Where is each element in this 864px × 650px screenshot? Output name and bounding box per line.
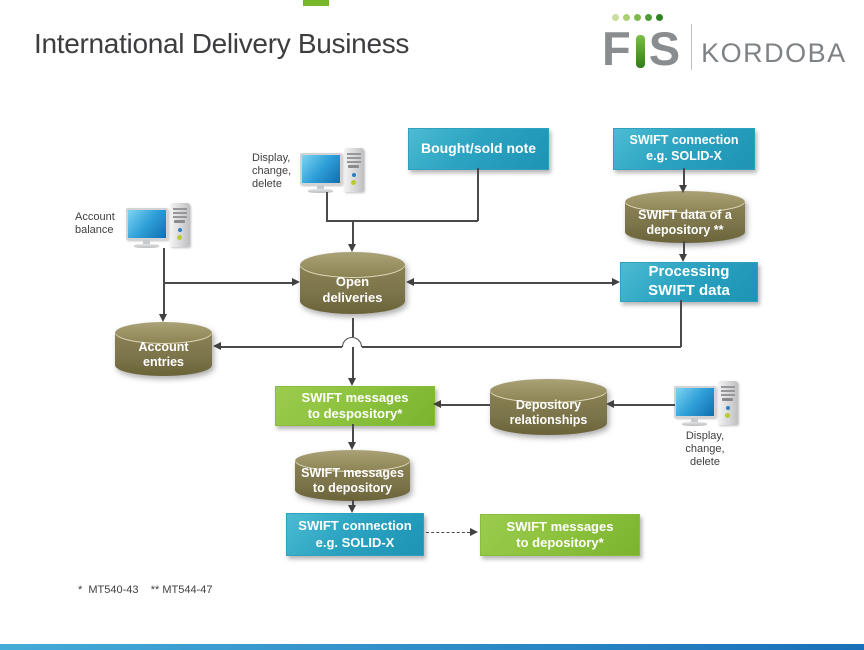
fis-dot-icon	[634, 14, 641, 21]
node-label: Processing SWIFT data	[648, 263, 730, 299]
pc-tower-icon	[170, 203, 190, 247]
db-open-deliveries: Open deliveries	[300, 252, 405, 314]
node-swift-connection-bottom: SWIFT connection e.g. SOLID-X	[286, 513, 424, 556]
node-label: Open deliveries	[322, 274, 383, 305]
node-label: Bought/sold note	[420, 140, 537, 157]
connector-solidx-to-swiftdata	[683, 168, 685, 186]
fis-dot-icon	[612, 14, 619, 21]
footnote: * MT540-43 ** MT544-47	[78, 584, 213, 596]
fis-dot-icon	[645, 14, 652, 21]
connector-dashed-solidx-to-out	[426, 532, 470, 533]
connector-to-account-entries-right	[362, 346, 681, 348]
node-label: SWIFT connection e.g. SOLID-X	[629, 133, 739, 163]
connector-messages-to-db	[352, 424, 354, 442]
connector-open-down-lower	[352, 347, 354, 378]
arrowhead-icon	[679, 185, 687, 193]
workstation-icon	[300, 148, 364, 198]
node-label: SWIFT data of a depository **	[638, 207, 732, 237]
connector-swiftdata-to-processing	[683, 241, 685, 255]
connector-processing-down	[680, 300, 682, 347]
db-swift-data-of-depository: SWIFT data of a depository **	[625, 191, 745, 243]
workstation-icon	[674, 381, 738, 431]
connector-pc-top-down	[326, 192, 328, 220]
node-label: SWIFT connection e.g. SOLID-X	[298, 518, 412, 550]
fis-dot-icon	[623, 14, 630, 21]
monitor-icon	[126, 208, 168, 240]
arrowhead-icon	[348, 244, 356, 252]
node-bought-sold-note: Bought/sold note	[408, 128, 549, 170]
connector-open-processing	[413, 282, 613, 284]
arrowhead-icon	[470, 528, 478, 536]
top-accent-mark	[303, 0, 329, 6]
arrowhead-icon	[348, 378, 356, 386]
db-account-entries: Account entries	[115, 322, 212, 376]
kordoba-wordmark: KORDOBA	[701, 38, 847, 68]
arrowhead-icon	[213, 342, 221, 350]
connector-db-to-solidx	[352, 500, 354, 506]
fis-letter-i-mark	[635, 35, 645, 68]
label-display-change-delete-top: Display, change, delete	[252, 152, 292, 190]
connector-deprel-to-messages	[441, 404, 490, 406]
db-swift-messages-to-depository: SWIFT messages to depository	[295, 450, 410, 501]
node-label: Depository relationships	[509, 398, 588, 427]
connector-pc-left-down	[163, 248, 165, 314]
page-title: International Delivery Business	[34, 28, 410, 59]
node-label: Account entries	[138, 339, 189, 369]
node-processing-swift-data: Processing SWIFT data	[620, 262, 758, 302]
node-label: SWIFT messages to despository*	[301, 389, 409, 421]
connector-open-down-upper	[352, 318, 354, 337]
monitor-icon	[300, 153, 342, 185]
arrowhead-icon	[679, 254, 687, 262]
arrowhead-icon	[348, 442, 356, 450]
logo-divider	[691, 24, 693, 70]
fis-logo-dots	[612, 14, 663, 21]
arrowhead-icon	[612, 278, 620, 286]
arrowhead-icon	[433, 400, 441, 408]
line-jump-arc	[342, 337, 362, 347]
bottom-accent-bar	[0, 644, 864, 650]
node-swift-messages-to-despository: SWIFT messages to despository*	[275, 386, 435, 426]
node-label: SWIFT messages to depository*	[506, 518, 614, 550]
connector-join-horizontal	[326, 220, 478, 222]
arrowhead-icon	[292, 278, 300, 286]
node-label: SWIFT messages to depository	[301, 466, 404, 495]
node-swift-connection-top: SWIFT connection e.g. SOLID-X	[613, 128, 755, 170]
connector-pc-right-to-deprel	[614, 404, 675, 406]
label-account-balance: Account balance	[75, 211, 115, 236]
label-display-change-delete-right: Display, change, delete	[685, 430, 725, 468]
connector-pc-left-to-open	[163, 282, 292, 284]
fis-letter-s: S	[648, 22, 682, 75]
pc-tower-icon	[718, 381, 738, 425]
connector-to-open-deliveries	[352, 220, 354, 244]
monitor-icon	[674, 386, 716, 418]
connector-to-account-entries-left	[221, 346, 342, 348]
workstation-icon	[126, 203, 190, 253]
fis-kordoba-logo: F S KORDOBA	[602, 10, 852, 78]
node-swift-messages-to-depository-out: SWIFT messages to depository*	[480, 514, 640, 556]
fis-letter-f: F	[602, 22, 632, 75]
arrowhead-icon	[606, 400, 614, 408]
arrowhead-icon	[348, 505, 356, 513]
db-depository-relationships: Depository relationships	[490, 379, 607, 435]
arrowhead-icon	[159, 314, 167, 322]
connector-boughtsold-down	[477, 168, 479, 221]
pc-tower-icon	[344, 148, 364, 192]
fis-dot-icon	[656, 14, 663, 21]
arrowhead-icon	[406, 278, 414, 286]
